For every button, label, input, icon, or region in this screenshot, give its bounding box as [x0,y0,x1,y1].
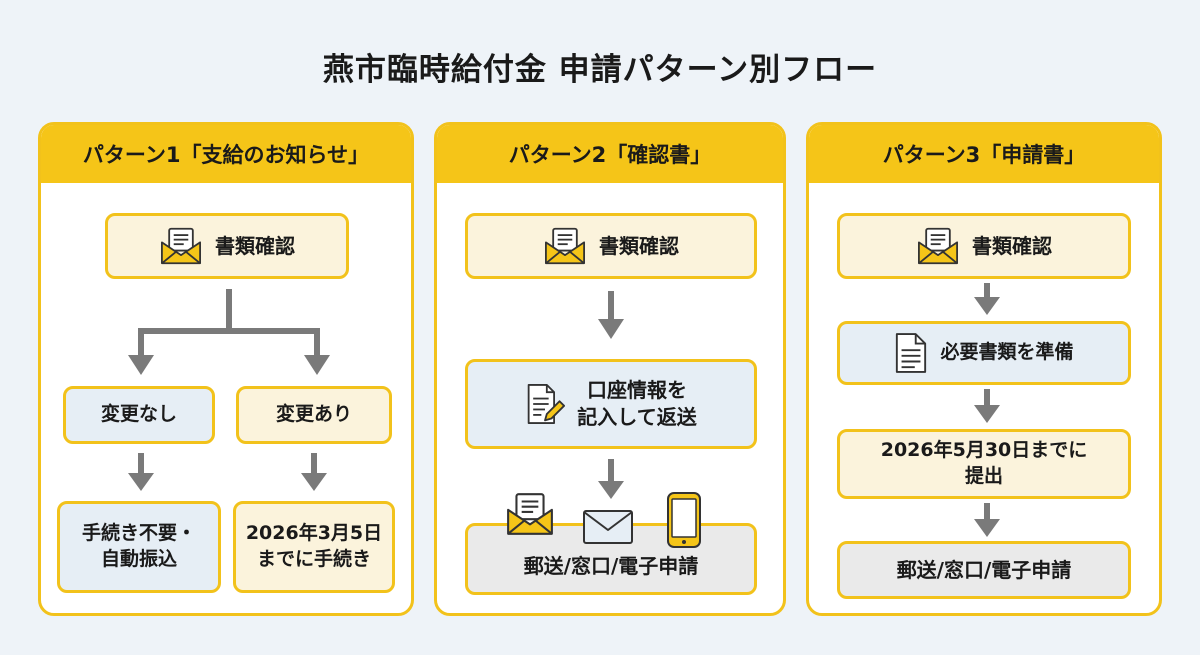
result-line-1: 手続き不要・ [81,522,196,545]
envelope-letter-icon [916,226,960,266]
pattern-2-step-document-check: 書類確認 [465,213,757,279]
envelope-letter-icon [159,226,203,266]
result-line-2: までに手続き [256,548,371,570]
down-arrow [974,283,1000,315]
down-arrow [598,291,624,339]
step-label: 郵送/窓口/電子申請 [523,554,699,578]
down-arrow [598,459,624,499]
step-label: 郵送/窓口/電子申請 [896,557,1072,582]
step-label: 書類確認 [599,233,679,258]
step-line-2: 記入して返送 [577,405,697,429]
document-pen-icon [525,382,565,426]
pattern-1-result-auto-transfer: 手続き不要・ 自動振込 [57,501,221,593]
down-arrow [974,389,1000,423]
step-line-1: 2026年5月30日までに [880,439,1088,462]
result-line-1: 2026年3月5日 [245,522,383,545]
pattern-3-header: パターン3「申請書」 [809,125,1159,183]
step-label: 書類確認 [972,233,1052,258]
pattern-1-branch-no-change: 変更なし [63,386,215,444]
pattern-2-header: パターン2「確認書」 [437,125,783,183]
pattern-1-panel: パターン1「支給のお知らせ」 書類確認 変更なし 変更あり 手続き不要・ 自動振… [38,122,414,616]
step-label: 書類確認 [215,233,295,258]
page-title: 燕市臨時給付金 申請パターン別フロー [322,52,878,88]
pattern-3-step-prepare-documents: 必要書類を準備 [837,321,1131,385]
step-line-1: 口座情報を [587,378,687,402]
envelope-letter-icon [505,491,555,541]
envelope-letter-icon [543,226,587,266]
branch-label: 変更なし [100,403,177,426]
step-label: 必要書類を準備 [940,341,1074,364]
pattern-1-header: パターン1「支給のお知らせ」 [41,125,411,183]
down-arrow [974,503,1000,537]
step-line-2: 提出 [964,465,1003,487]
pattern-2-step-fill-account: 口座情報を 記入して返送 [465,359,757,449]
pattern-1-result-deadline: 2026年3月5日 までに手続き [233,501,395,593]
pattern-3-step-submit-deadline: 2026年5月30日までに 提出 [837,429,1131,499]
branch-arrow [128,289,330,375]
pattern-1-branch-changed: 変更あり [236,386,392,444]
pattern-3-step-document-check: 書類確認 [837,213,1131,279]
smartphone-icon [666,491,702,553]
pattern-2-panel: パターン2「確認書」 書類確認 口座情報を 記入して返送 郵送/窓口/電子申請 [434,122,786,616]
pattern-1-step-document-check: 書類確認 [105,213,349,279]
pattern-3-panel: パターン3「申請書」 書類確認 必要書類を準備 2026年5月30日までに 提出… [806,122,1162,616]
down-arrow [128,453,154,491]
result-line-2: 自動振込 [100,548,177,570]
document-icon [894,332,928,374]
mail-icon [582,509,634,549]
branch-label: 変更あり [275,403,352,426]
pattern-3-step-submit-methods: 郵送/窓口/電子申請 [837,541,1131,599]
down-arrow [301,453,327,491]
